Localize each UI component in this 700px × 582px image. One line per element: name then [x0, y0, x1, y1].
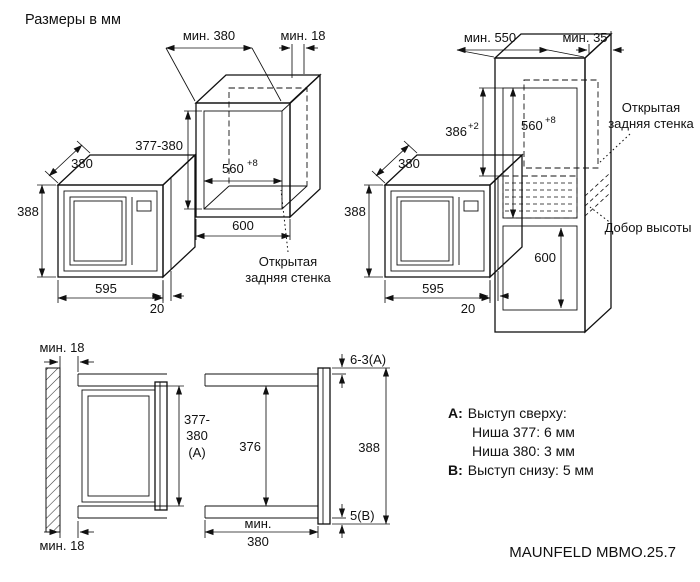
- section-oven-front-frame: [154, 381, 168, 511]
- column-compartment-height-tolerance: +8: [545, 115, 556, 126]
- column-open-back-wall: [523, 79, 599, 169]
- section-front-drawing: [204, 367, 331, 525]
- column-filler-label-leader: [589, 206, 613, 225]
- column-drawing: [493, 32, 631, 334]
- column-compartment-height-dim: 560: [521, 118, 543, 133]
- niche-height-range-dim: 377-380: [135, 138, 183, 153]
- note-a-title: A:Выступ сверху:: [448, 405, 567, 421]
- oven-left-width-dim: 595: [95, 281, 117, 296]
- column-side-face: [584, 32, 612, 334]
- column-back-label-leader: [597, 133, 631, 165]
- oven-right-drawing: [383, 153, 524, 279]
- section-min-wall-gap-top-dim: мин. 18: [39, 340, 84, 355]
- oven-right-window: [396, 196, 454, 266]
- note-b-title: B:Выступ снизу: 5 мм: [448, 462, 594, 478]
- note-a-item-1: Ниша 377: 6 мм: [472, 424, 575, 440]
- oven-right-width-dim: 595: [422, 281, 444, 296]
- column-height-filler-label: Добор высоты: [605, 220, 692, 235]
- section-niche-height-dim-2: 380: [186, 428, 208, 443]
- niche-dimensions: мин. 380 мин. 18 377-380 560 +8 600 Откр…: [135, 28, 331, 285]
- column-open-back-label-1: Открытая: [622, 100, 680, 115]
- oven-right-door: [390, 190, 485, 272]
- page-title: Размеры в мм: [25, 12, 121, 28]
- niche-side-face: [289, 73, 321, 219]
- oven-left-frame-offset-dim: 20: [150, 301, 164, 316]
- model-label: MAUNFELD MBMO.25.7: [509, 544, 676, 561]
- section-front-dimensions: 376 мин. 380 6-3(A) 388 5(B): [204, 352, 390, 549]
- column-min-depth-dim: мин. 550: [464, 30, 516, 45]
- section-front-door-frame: [317, 367, 331, 525]
- section-min-depth-dim-1: мин.: [245, 516, 272, 531]
- column-height-filler: [502, 175, 578, 219]
- column-dimensions: мин. 550 мин. 35 386 +2 560 +8 600 Откры…: [445, 30, 695, 309]
- oven-right-display: [463, 200, 479, 212]
- note-a-item-2: Ниша 380: 3 мм: [472, 443, 575, 459]
- oven-left-drawing: [56, 153, 197, 279]
- section-side-drawing: [45, 367, 168, 533]
- niche-outer-width-dim: 600: [232, 218, 254, 233]
- section-min-wall-gap-bottom-dim: мин. 18: [39, 538, 84, 553]
- oven-left-depth-dim: 380: [71, 156, 93, 171]
- oven-right-dimensions: 380 388 595 20: [344, 140, 509, 316]
- oven-left-height-dim: 388: [17, 204, 39, 219]
- column-niche-opening: [502, 87, 578, 219]
- column-open-back-label-2: задняя стенка: [608, 116, 694, 131]
- column-min-back-clearance-dim: мин. 35: [562, 30, 607, 45]
- niche-min-top-clearance-dim: мин. 18: [280, 28, 325, 43]
- section-oven-body: [81, 389, 156, 503]
- oven-right-frame-offset-dim: 20: [461, 301, 475, 316]
- section-min-depth-dim-2: 380: [247, 534, 269, 549]
- niche-inner-width-dim: 560: [222, 161, 244, 176]
- section-front-height-dim: 388: [358, 440, 380, 455]
- oven-left-display: [136, 200, 152, 212]
- niche-top-face: [194, 74, 322, 104]
- oven-left-side-face: [162, 153, 196, 279]
- niche-back-label-leader: [280, 189, 289, 253]
- oven-left-door: [63, 190, 158, 272]
- section-bottom-overlap-dim: 5(B): [350, 508, 375, 523]
- niche-drawing: [194, 73, 322, 253]
- niche-inner-width-tolerance: +8: [247, 158, 258, 169]
- oven-left-dimensions: 380 388 595 20: [17, 140, 184, 316]
- section-top-overlap-dim: 6-3(A): [350, 352, 386, 367]
- niche-open-back-wall: [228, 87, 308, 187]
- column-front-face: [494, 57, 586, 333]
- section-niche-height-dim-1: 377-: [184, 412, 210, 427]
- column-niche-height-dim: 386: [445, 124, 467, 139]
- oven-right-depth-dim: 380: [398, 156, 420, 171]
- niche-min-depth-dim: мин. 380: [183, 28, 235, 43]
- niche-open-back-label-2: задняя стенка: [245, 270, 331, 285]
- notes-block: A:Выступ сверху: Ниша 377: 6 мм Ниша 380…: [448, 405, 594, 478]
- column-lower-compartment: [502, 225, 578, 311]
- section-niche-height-dim-3: (A): [188, 445, 205, 460]
- oven-left-window: [69, 196, 127, 266]
- niche-opening: [203, 110, 283, 210]
- section-inner-height-dim: 376: [239, 439, 261, 454]
- niche-front-face: [195, 102, 291, 218]
- oven-right-front-face: [384, 184, 491, 278]
- oven-right-height-dim: 388: [344, 204, 366, 219]
- column-niche-height-tolerance: +2: [468, 121, 479, 132]
- section-side-dimensions: мин. 18 мин. 18 377- 380 (A): [39, 340, 210, 553]
- oven-left-front-face: [57, 184, 164, 278]
- wall-hatch: [45, 367, 61, 533]
- column-lower-height-dim: 600: [534, 250, 556, 265]
- niche-open-back-label-1: Открытая: [259, 254, 317, 269]
